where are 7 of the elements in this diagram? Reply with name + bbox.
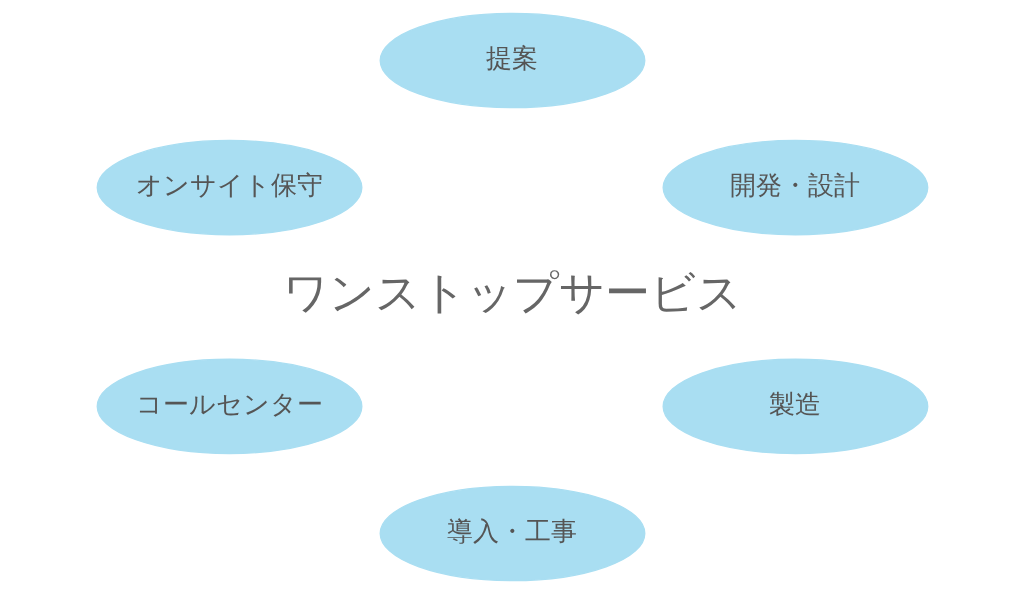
node-ellipse: 導入・工事: [379, 485, 645, 582]
label: ワンストップサービス: [282, 267, 742, 320]
node-ellipse: 製造: [662, 358, 928, 455]
node-ellipse: オンサイト保守: [96, 139, 362, 236]
node-ellipse: 提案: [379, 12, 645, 109]
node-ellipse: コールセンター: [96, 358, 362, 455]
node-ellipse: 開発・設計: [662, 139, 928, 236]
